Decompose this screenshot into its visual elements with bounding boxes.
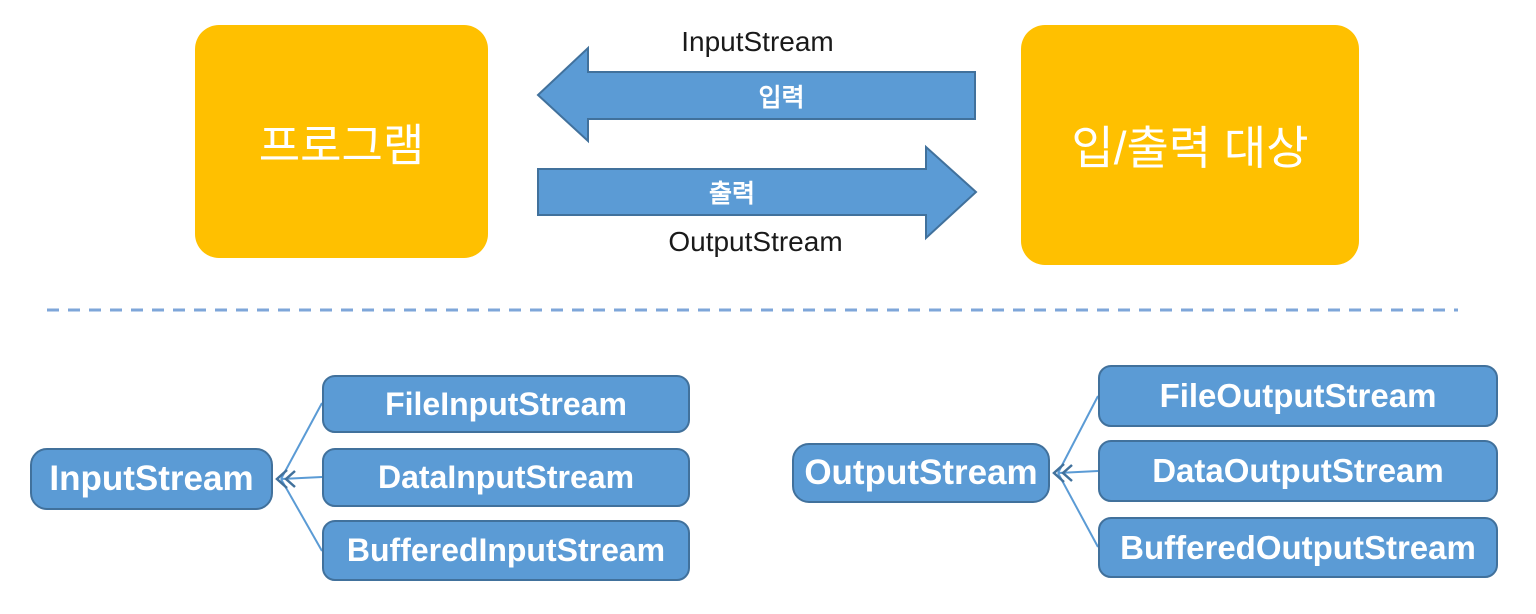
outputstream-parent-label: OutputStream — [804, 453, 1038, 492]
outputstream-caption: OutputStream — [668, 226, 843, 257]
input-arrow — [536, 45, 976, 144]
io-target-box: 입/출력 대상 — [1021, 25, 1359, 265]
datainputstream-box: DataInputStream — [322, 448, 690, 507]
fileoutputstream-label: FileOutputStream — [1159, 377, 1437, 414]
inputstream-caption: InputStream — [681, 26, 834, 57]
bufferedinputstream-box: BufferedInputStream — [322, 520, 690, 581]
dataoutputstream-label: DataOutputStream — [1152, 452, 1444, 489]
program-box: 프로그램 — [195, 25, 488, 258]
inputstream-parent-label: InputStream — [49, 459, 254, 498]
input-arrow-label: 입력 — [758, 83, 805, 112]
bufferedoutputstream-box: BufferedOutputStream — [1098, 517, 1498, 578]
output-tree-arrowhead-icon — [1061, 464, 1073, 482]
output-tree-connector-buffered — [1057, 472, 1099, 548]
output-tree-connector-file — [1057, 395, 1099, 474]
output-arrow-label: 출력 — [708, 180, 755, 208]
output-tree-arrowhead-icon — [1052, 463, 1065, 483]
output-arrow — [537, 144, 978, 241]
io-target-box-label: 입/출력 대상 — [1071, 122, 1309, 174]
fileinputstream-label: FileInputStream — [385, 385, 627, 422]
input-tree-connector-file — [280, 402, 323, 480]
fileinputstream-box: FileInputStream — [322, 375, 690, 433]
dataoutputstream-box: DataOutputStream — [1098, 440, 1498, 502]
bufferedinputstream-label: BufferedInputStream — [346, 532, 666, 568]
fileoutputstream-box: FileOutputStream — [1098, 365, 1498, 427]
datainputstream-label: DataInputStream — [377, 459, 635, 495]
input-tree-arrowhead-icon — [284, 470, 296, 488]
input-tree-connector-buffered — [280, 478, 323, 552]
input-tree-arrowhead-icon — [275, 469, 288, 489]
bufferedoutputstream-label: BufferedOutputStream — [1120, 528, 1476, 566]
program-box-label: 프로그램 — [258, 120, 425, 171]
inputstream-parent-box: InputStream — [30, 448, 273, 510]
outputstream-parent-box: OutputStream — [792, 443, 1050, 503]
